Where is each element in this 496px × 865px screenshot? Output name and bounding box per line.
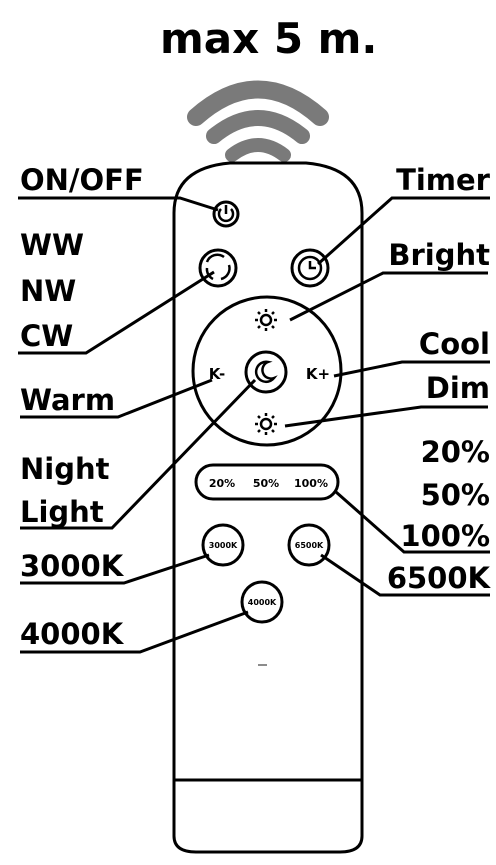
timer-button[interactable] — [290, 248, 330, 288]
range-title: max 5 m. — [160, 14, 378, 63]
label-100pct: 100% — [400, 519, 490, 553]
leader-night — [20, 378, 257, 530]
leader-3000 — [20, 553, 210, 585]
leader-4000 — [20, 610, 249, 654]
label-dim: Dim — [425, 371, 490, 405]
label-nw: NW — [20, 274, 77, 308]
label-20pct: 20% — [420, 435, 490, 469]
leader-lines — [18, 196, 490, 654]
leader-warm — [20, 378, 213, 419]
dim-button-icon[interactable] — [255, 413, 277, 435]
leader-cw — [18, 270, 215, 355]
label-ww: WW — [20, 228, 84, 262]
brightness-preset-pill — [194, 463, 340, 501]
label-bright: Bright — [388, 238, 490, 272]
leader-bright — [289, 271, 488, 322]
mode-cycle-button[interactable] — [198, 248, 238, 288]
label-3000k: 3000K — [20, 549, 124, 583]
k-minus-button[interactable]: K- — [209, 365, 226, 383]
preset-100-button[interactable]: 100% — [294, 477, 328, 490]
k-plus-button[interactable]: K+ — [306, 365, 330, 383]
leader-100 — [335, 490, 490, 554]
k3000-button-shape[interactable] — [201, 523, 245, 567]
leader-6500 — [320, 553, 490, 597]
night-light-button[interactable] — [244, 350, 288, 394]
remote-body — [172, 161, 364, 854]
leader-cool — [333, 360, 490, 378]
label-timer: Timer — [396, 163, 490, 197]
label-warm: Warm — [20, 383, 116, 417]
label-4000k: 4000K — [20, 617, 124, 651]
k6500-button[interactable]: 6500K — [295, 541, 324, 550]
label-50pct: 50% — [420, 478, 490, 512]
label-night: Night — [20, 452, 110, 486]
label-on-off: ON/OFF — [20, 163, 144, 197]
signal-waves-icon — [187, 80, 329, 162]
k4000-button[interactable]: 4000K — [248, 598, 277, 607]
label-6500k: 6500K — [386, 561, 490, 595]
power-button[interactable] — [212, 200, 240, 228]
k6500-button-shape[interactable] — [287, 523, 331, 567]
label-cool: Cool — [418, 327, 490, 361]
leader-dim — [284, 405, 488, 428]
leader-timer — [317, 196, 490, 266]
preset-20-button[interactable]: 20% — [209, 477, 235, 490]
bright-button-icon[interactable] — [255, 309, 277, 331]
leader-on-off — [18, 196, 219, 212]
preset-50-button[interactable]: 50% — [253, 477, 279, 490]
k4000-button-shape[interactable] — [240, 580, 284, 624]
k3000-button[interactable]: 3000K — [209, 541, 238, 550]
label-cw: CW — [20, 319, 74, 353]
label-light: Light — [20, 495, 104, 529]
